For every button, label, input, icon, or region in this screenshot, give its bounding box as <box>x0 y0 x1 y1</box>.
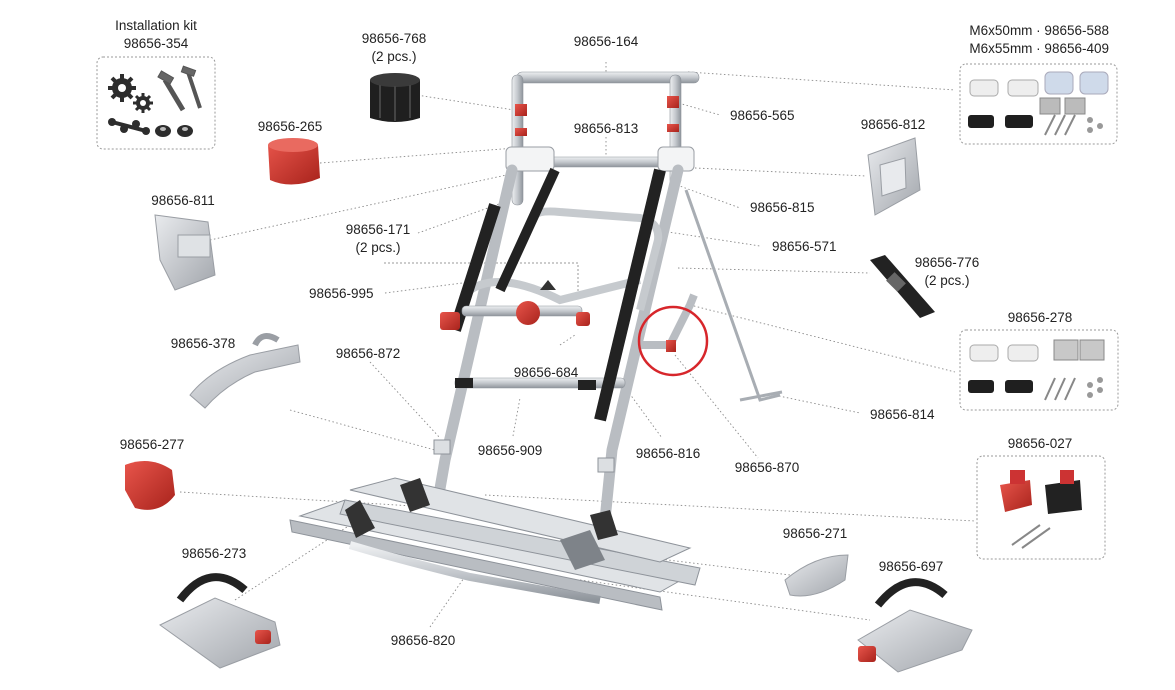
part-number-265: 98656-265 <box>257 119 323 134</box>
nut-icon <box>155 125 193 137</box>
part-number-171: 98656-171 <box>345 222 411 237</box>
installation-kit-box <box>96 56 216 150</box>
part-number-684: 98656-684 <box>513 365 579 380</box>
part-number-697: 98656-697 <box>878 559 944 574</box>
installation-kit-title: Installation kit <box>115 18 197 33</box>
quantity-171: (2 pcs.) <box>355 240 401 255</box>
hardware-kit-top-contents <box>968 71 1109 136</box>
part-277-red-knob <box>125 461 175 510</box>
part-number-811: 98656-811 <box>151 193 215 208</box>
link-icon <box>108 118 150 135</box>
part-811-clamp <box>154 214 216 291</box>
part-378-holder <box>189 333 301 409</box>
hardware-kit-027-contents <box>1000 470 1082 549</box>
part-number-816: 98656-816 <box>635 446 701 461</box>
hardware-kit-box-278 <box>959 329 1119 411</box>
part-number-354: 98656-354 <box>123 36 189 51</box>
part-number-768: 98656-768 <box>361 31 427 46</box>
part-number-776: 98656-776 <box>914 255 980 270</box>
hardware-kit-278-contents <box>968 339 1105 401</box>
part-812-bracket <box>867 137 921 216</box>
part-number-870: 98656-870 <box>734 460 800 475</box>
screw-icon <box>157 65 202 112</box>
part-number-378: 98656-378 <box>170 336 236 351</box>
part-number-273: 98656-273 <box>181 546 247 561</box>
part-number-814: 98656-814 <box>870 407 935 422</box>
part-number-278: 98656-278 <box>1007 310 1073 325</box>
screw-m6x55: M6x55mm · 98656-409 <box>969 41 1109 56</box>
part-number-027: 98656-027 <box>1007 436 1073 451</box>
bike-rack-frame <box>289 71 783 611</box>
part-number-909: 98656-909 <box>477 443 543 458</box>
part-number-813: 98656-813 <box>573 121 639 136</box>
quantity-768: (2 pcs.) <box>371 49 417 64</box>
part-273-wheel-holder <box>159 573 281 669</box>
hardware-kit-box-top <box>959 63 1118 145</box>
part-265-red-cap <box>268 138 320 185</box>
quantity-776: (2 pcs.) <box>924 273 970 288</box>
part-number-815: 98656-815 <box>750 200 815 215</box>
part-768-knob <box>370 73 420 122</box>
part-number-164: 98656-164 <box>573 34 639 49</box>
part-number-277: 98656-277 <box>119 437 185 452</box>
part-number-820: 98656-820 <box>390 633 456 648</box>
part-number-812: 98656-812 <box>860 117 926 132</box>
label-768: 98656-768 (2 pcs.) <box>362 30 427 66</box>
part-776-strap <box>870 255 935 318</box>
red-circle-highlight <box>637 305 709 377</box>
part-number-872: 98656-872 <box>335 346 401 361</box>
bracket-dashed-995 <box>384 262 579 300</box>
part-number-565: 98656-565 <box>730 108 795 123</box>
label-776: 98656-776 (2 pcs.) <box>915 254 980 290</box>
part-number-571: 98656-571 <box>772 239 837 254</box>
label-171: 98656-171 (2 pcs.) <box>346 221 411 257</box>
part-271-end-cap <box>784 554 849 597</box>
gear-icon <box>108 74 153 113</box>
hardware-kit-box-027 <box>976 455 1106 560</box>
screw-m6x50: M6x50mm · 98656-588 <box>969 23 1109 38</box>
label-installation-kit: Installation kit 98656-354 <box>115 17 197 53</box>
part-number-271: 98656-271 <box>782 526 848 541</box>
label-m6-screws: M6x50mm · 98656-588 M6x55mm · 98656-409 <box>969 22 1109 58</box>
part-number-995: 98656-995 <box>309 286 374 301</box>
part-697-wheel-holder <box>857 578 973 673</box>
